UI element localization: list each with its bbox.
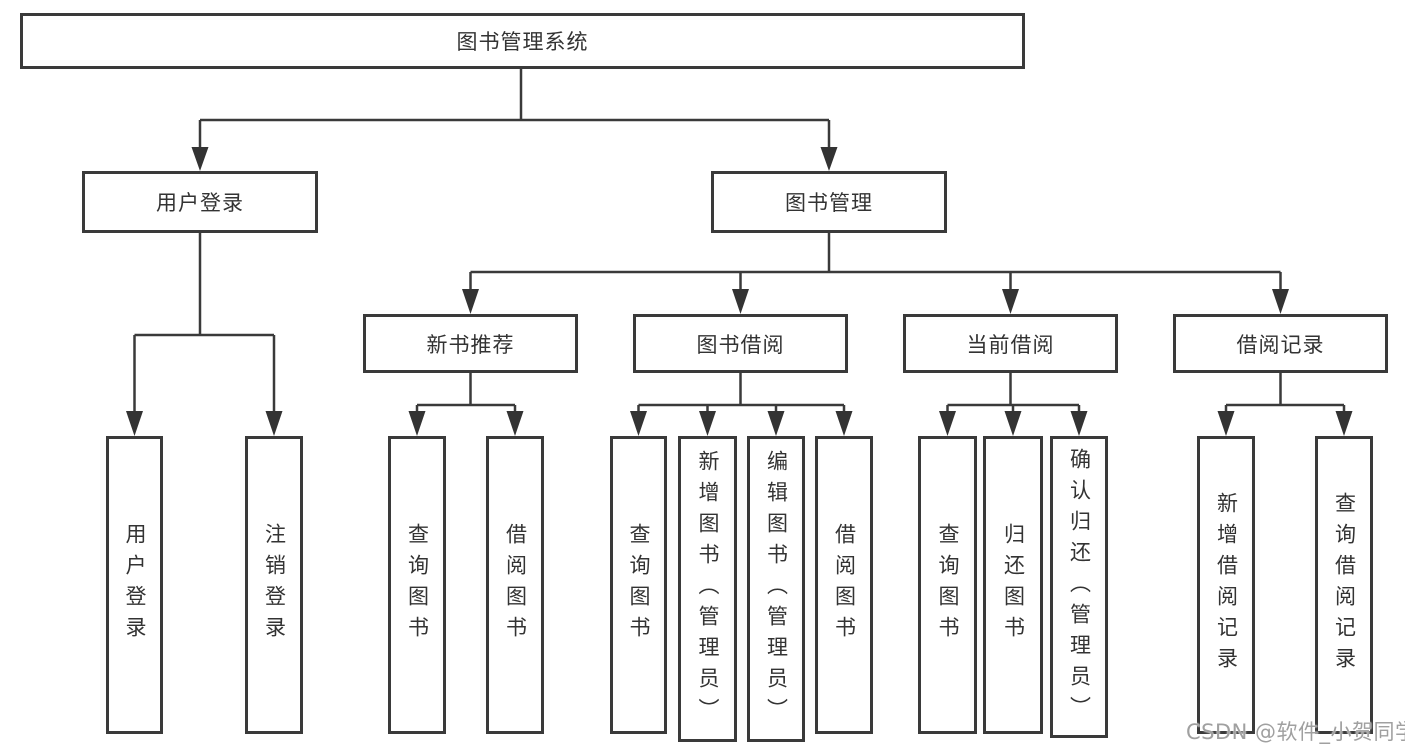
node-user-login-label: 用户登录 (156, 191, 244, 215)
connector-bookborrow-to-leaves (637, 373, 846, 414)
connector-root-to-level2 (198, 69, 831, 150)
leaf-return-book: 归还图书 (983, 436, 1043, 734)
connector-records-to-leaves (1224, 373, 1346, 414)
leaf-add-borrow-record-label: 新增借阅记录 (1214, 492, 1239, 678)
connector-currentborrow-to-leaves (946, 373, 1081, 414)
leaf-borrow-book-borrow: 借阅图书 (815, 436, 873, 734)
leaf-confirm-return-admin-label: 确认归还（管理员） (1067, 447, 1092, 727)
leaf-query-book-recommend: 查询图书 (388, 436, 446, 734)
leaf-user-login: 用户登录 (106, 436, 163, 734)
connector-bookmgmt-to-level3 (469, 233, 1282, 292)
leaf-query-borrow-record: 查询借阅记录 (1315, 436, 1373, 734)
leaf-query-book-current-label: 查询图书 (936, 523, 960, 647)
leaf-add-book-admin: 新增图书（管理员） (678, 436, 737, 742)
leaf-logout: 注销登录 (245, 436, 303, 734)
leaf-return-book-label: 归还图书 (1001, 523, 1026, 647)
leaf-query-book-recommend-label: 查询图书 (405, 523, 430, 647)
node-book-management: 图书管理 (711, 171, 947, 233)
leaf-query-book-borrow: 查询图书 (610, 436, 667, 734)
leaf-confirm-return-admin: 确认归还（管理员） (1050, 436, 1108, 738)
leaf-user-login-label: 用户登录 (123, 523, 147, 647)
leaf-borrow-book-borrow-label: 借阅图书 (832, 523, 857, 647)
node-root: 图书管理系统 (20, 13, 1025, 69)
csdn-watermark: CSDN @软件_小贺同学 (1186, 720, 1405, 744)
leaf-logout-label: 注销登录 (262, 523, 287, 647)
node-book-borrow-label: 图书借阅 (696, 332, 785, 357)
arrowheads (126, 147, 1353, 436)
leaf-add-book-admin-label: 新增图书（管理员） (696, 449, 720, 729)
connector-userlogin-to-leaves (133, 233, 276, 414)
leaf-query-book-current: 查询图书 (918, 436, 977, 734)
node-current-borrow-label: 当前借阅 (966, 332, 1055, 357)
leaf-add-borrow-record: 新增借阅记录 (1197, 436, 1255, 734)
node-new-book-recommend: 新书推荐 (363, 314, 578, 373)
node-current-borrow: 当前借阅 (903, 314, 1118, 373)
leaf-borrow-book-recommend-label: 借阅图书 (503, 523, 528, 647)
node-book-management-label: 图书管理 (785, 191, 873, 215)
node-new-book-recommend-label: 新书推荐 (426, 332, 515, 357)
leaf-borrow-book-recommend: 借阅图书 (486, 436, 544, 734)
node-root-label: 图书管理系统 (456, 30, 589, 54)
node-borrow-record-label: 借阅记录 (1236, 332, 1325, 357)
node-book-borrow: 图书借阅 (633, 314, 848, 373)
leaf-query-borrow-record-label: 查询借阅记录 (1332, 492, 1357, 678)
connector-newrec-to-leaves (415, 373, 517, 414)
node-borrow-record: 借阅记录 (1173, 314, 1388, 373)
leaf-query-book-borrow-label: 查询图书 (627, 523, 651, 647)
node-user-login: 用户登录 (82, 171, 318, 233)
leaf-edit-book-admin-label: 编辑图书（管理员） (764, 449, 789, 729)
leaf-edit-book-admin: 编辑图书（管理员） (747, 436, 805, 742)
